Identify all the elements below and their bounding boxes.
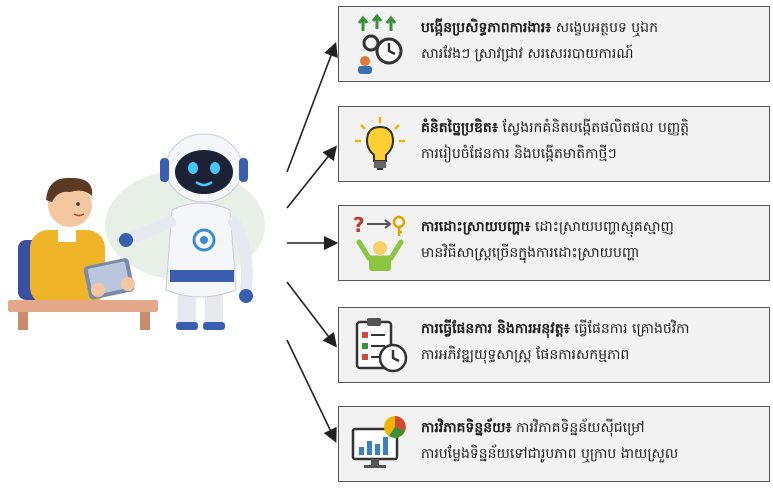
arrow-4 [286,281,337,348]
item-title: ការដោះស្រាយបញ្ហា៖ [421,219,531,235]
arrow-1 [286,42,338,173]
item-line2: ការបម្លែងទិន្នន័យទៅជារូបភាព ឬក្រាប ងាយស្… [421,446,679,462]
item-box-planning: ការធ្វើផែនការ និងការអនុវត្ត៖ ធ្វើផែនការ … [338,307,770,383]
item-title: ការវិភាគទិន្នន័យ៖ [421,420,512,436]
item-box-creativity: គំនិតច្នៃប្រឌិត៖ ស្វែងរកគំនិតបង្កើតផលិតផ… [338,106,770,182]
item-title: ការធ្វើផែនការ និងការអនុវត្ត៖ [421,321,570,337]
item-title: បង្កើនប្រសិទ្ធភាពការងារ៖ [421,20,552,36]
item-line1: ការវិភាគទិន្នន័យស៊ីជម្រៅ [516,420,645,436]
item-box-data-analysis: ការវិភាគទិន្នន័យ៖ ការវិភាគទិន្នន័យស៊ីជម្… [338,406,770,482]
clipboard-checklist-clock-icon [355,318,408,373]
item-line1: ដោះស្រាយបញ្ហាស្មុគស្មាញ [534,219,674,235]
person-and-robot-illustration [8,133,265,330]
item-line2: សារវែងៗ ស្រាវជ្រាវ សរសេររបាយការណ៍ [421,46,634,62]
item-line2: ការអភិវឌ្ឍយុទ្ធសាស្ត្រ ផែនការសកម្មភាព [421,347,630,363]
item-line2: មានវិធីសាស្ត្រច្រើនក្នុងការដោះស្រាយបញ្ហា [421,245,640,261]
arrow-5 [286,339,337,443]
item-line2: ការរៀបចំផែនការ និងបង្កើតមាតិកាថ្មីៗ [421,146,617,162]
svg-text:?: ? [353,213,365,237]
item-box-productivity: បង្កើនប្រសិទ្ធភាពការងារ៖ សង្ខេបអត្ថបទ ឬឯ… [338,6,770,82]
robot-figure [119,133,253,330]
problem-solving-person-key-icon: ? [353,213,406,271]
person-figure [30,177,135,305]
item-line1: ស្វែងរកគំនិតបង្កើតផលិតផល បញ្ញត្តិ [502,120,690,136]
productivity-gears-clock-icon [357,13,403,74]
item-line1: សង្ខេបអត្ថបទ ឬឯក [555,20,658,36]
data-analysis-monitor-chart-icon [351,416,406,468]
arrow-2 [286,145,337,209]
item-title: គំនិតច្នៃប្រឌិត៖ [421,120,498,136]
item-box-problem-solving: ? ការដោះស្រាយបញ្ហា៖ ដោះស្រាយបញ្ហាស្មុគស្… [338,205,770,281]
lightbulb-idea-icon [355,117,405,170]
item-line1: ធ្វើផែនការ គ្រោងថវិកា [574,321,690,337]
